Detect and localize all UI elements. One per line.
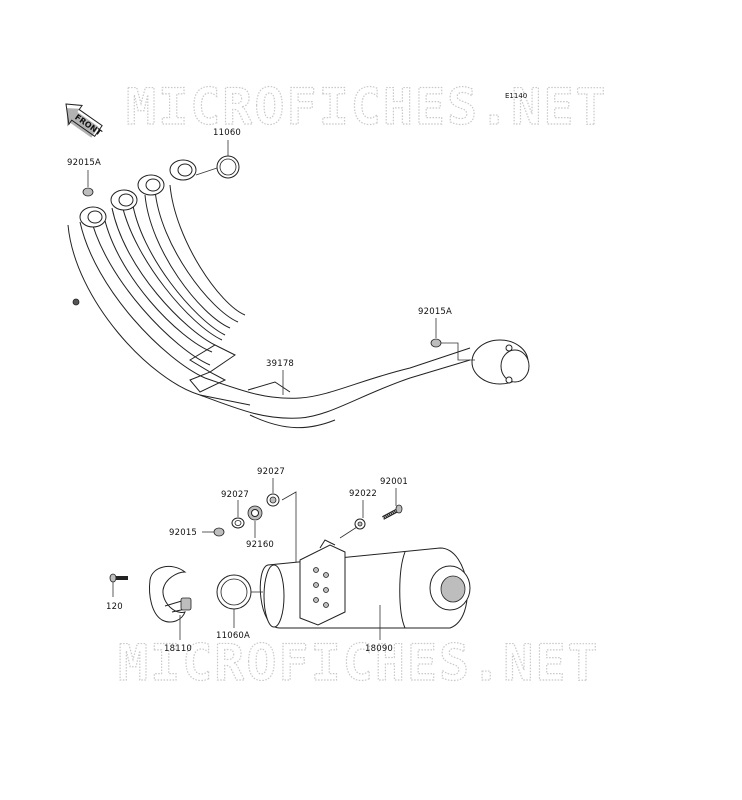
gasket-11060 bbox=[195, 140, 240, 179]
label-11060: 11060 bbox=[213, 128, 241, 138]
gasket-11060A bbox=[216, 574, 263, 628]
label-92027-upper: 92027 bbox=[257, 467, 285, 477]
watermark-top: MICROFICHES.NET bbox=[126, 78, 608, 136]
label-92015A-right: 92015A bbox=[418, 307, 452, 317]
label-92022: 92022 bbox=[349, 489, 377, 499]
reference-code: E1140 bbox=[505, 92, 527, 100]
label-39178: 39178 bbox=[266, 359, 294, 369]
damper-92160 bbox=[247, 505, 263, 538]
washer-92027-lower bbox=[231, 500, 245, 529]
label-120: 120 bbox=[106, 602, 123, 612]
nut-92015A-right bbox=[430, 318, 475, 361]
label-92015A-left: 92015A bbox=[67, 158, 101, 168]
nut-92015 bbox=[202, 527, 225, 537]
label-92015: 92015 bbox=[169, 528, 197, 538]
label-92027-lower: 92027 bbox=[221, 490, 249, 500]
front-arrow-icon: FRONT bbox=[65, 103, 104, 138]
label-92001: 92001 bbox=[380, 477, 408, 487]
cover-18110 bbox=[149, 565, 192, 640]
muffler-18090 bbox=[259, 526, 471, 640]
label-92160: 92160 bbox=[246, 540, 274, 550]
bolt-92001 bbox=[382, 488, 403, 520]
watermark-bottom: MICROFICHES.NET bbox=[118, 634, 600, 692]
washer-92022 bbox=[354, 500, 366, 530]
label-18110: 18110 bbox=[164, 644, 192, 654]
screw-120 bbox=[109, 573, 128, 597]
washer-92027-upper bbox=[266, 478, 297, 570]
exhaust-header-pipes bbox=[67, 159, 530, 429]
label-11060A: 11060A bbox=[216, 631, 250, 641]
label-18090: 18090 bbox=[365, 644, 393, 654]
nut-92015A-left bbox=[82, 170, 94, 197]
